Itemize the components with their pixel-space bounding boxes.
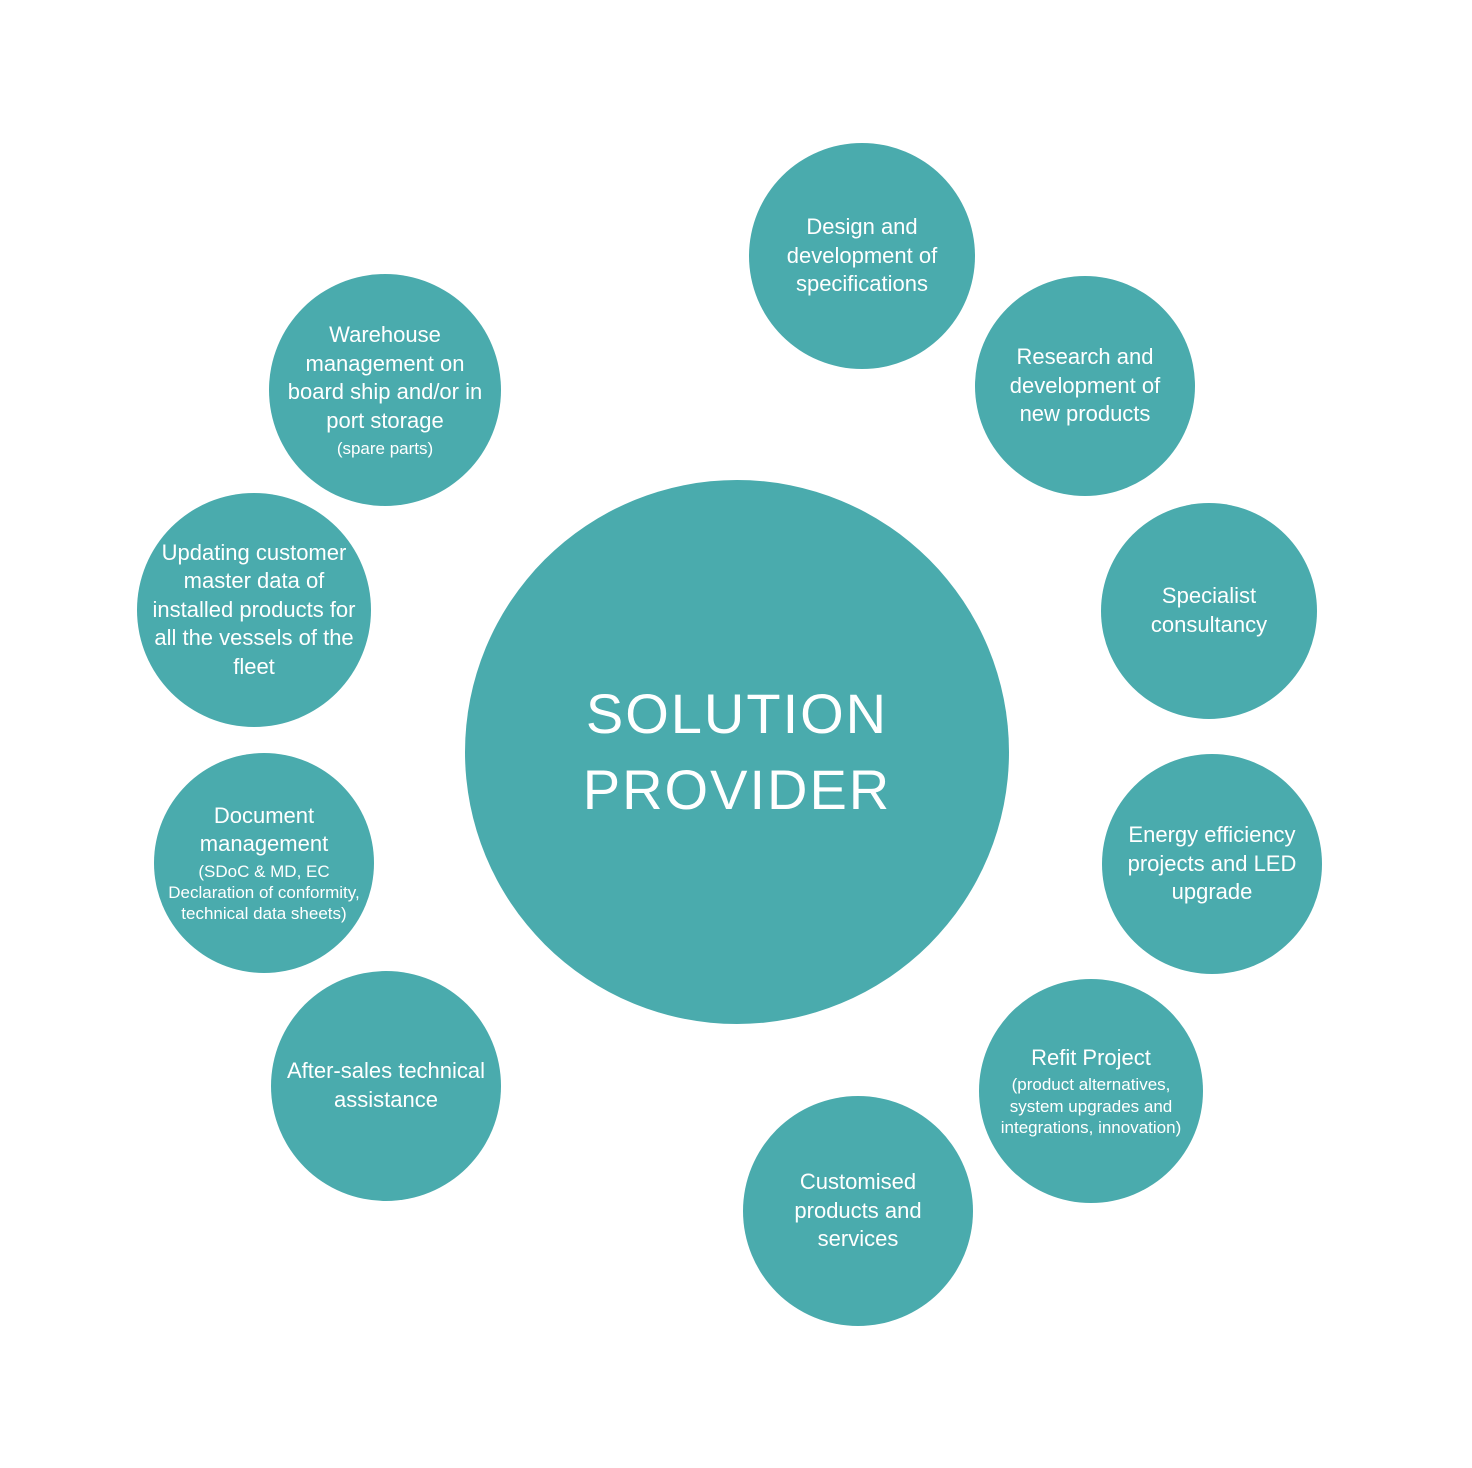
satellite-sublabel: (spare parts): [336, 438, 434, 458]
center-title-line1: SOLUTION: [585, 682, 889, 746]
satellite-customised-products-services: Customised products and services: [743, 1096, 973, 1326]
satellite-sublabel: (SDoC & MD, EC Declaration of conformity…: [168, 861, 360, 924]
satellite-label: Document management: [199, 802, 329, 857]
center-title-line2: PROVIDER: [582, 758, 892, 821]
satellite-label: Updating customer master data of install…: [152, 539, 356, 679]
satellite-document-management: Document management (SDoC & MD, EC Decla…: [154, 753, 374, 973]
center-circle-solution-provider: SOLUTION PROVIDER: [465, 480, 1009, 1024]
satellite-after-sales-technical-assistance: After-sales technical assistance: [271, 971, 501, 1201]
satellite-design-development-of-specifications: Design and development of specifications: [749, 143, 975, 369]
satellite-energy-efficiency-led-upgrade: Energy efficiency projects and LED upgra…: [1102, 754, 1322, 974]
satellite-research-development-new-products: Research and development of new products: [975, 276, 1195, 496]
satellite-warehouse-management: Warehouse management on board ship and/o…: [269, 274, 501, 506]
satellite-label: Specialist consultancy: [1150, 583, 1268, 637]
satellite-label: Research and development of new products: [1009, 344, 1161, 427]
satellite-label: Energy efficiency projects and LED upgra…: [1127, 822, 1297, 905]
satellite-specialist-consultancy: Specialist consultancy: [1101, 503, 1317, 719]
satellite-label: After-sales technical assistance: [286, 1058, 486, 1112]
satellite-updating-customer-master-data: Updating customer master data of install…: [137, 493, 371, 727]
satellite-label: Customised products and services: [794, 1169, 922, 1252]
satellite-label: Warehouse management on board ship and/o…: [287, 322, 483, 433]
satellite-label: Refit Project: [1031, 1044, 1151, 1070]
satellite-refit-project: Refit Project (product alternatives, sys…: [979, 979, 1203, 1203]
satellite-label: Design and development of specifications: [786, 214, 938, 297]
satellite-sublabel: (product alternatives, system upgrades a…: [1000, 1075, 1182, 1137]
